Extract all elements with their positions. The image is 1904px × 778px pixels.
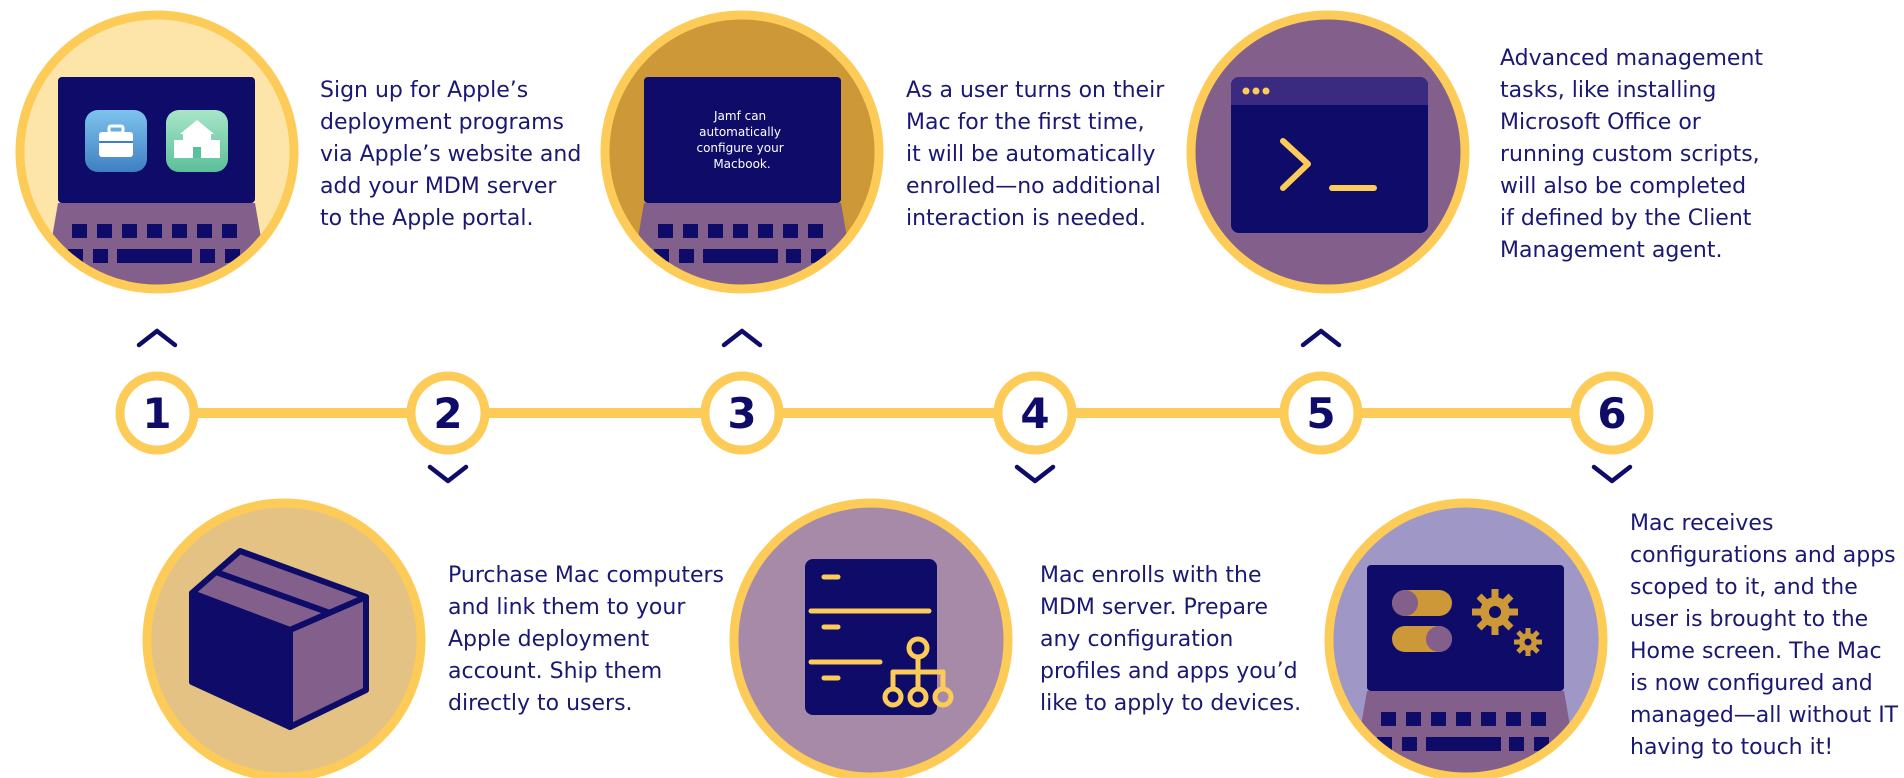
step-number-5: 5: [1306, 389, 1335, 438]
step-number-4: 4: [1020, 389, 1049, 438]
step-1-description: Sign up for Apple’s deployment programs …: [320, 78, 582, 231]
step-badge-4: 4: [993, 371, 1077, 455]
step-badge-1: 1: [115, 371, 199, 455]
chevron-down-icon: [427, 464, 469, 484]
shipping-box-icon: [142, 498, 426, 778]
school-icon: [166, 110, 228, 172]
step-3-description: As a user turns on their Mac for the fir…: [906, 78, 1165, 231]
screen-line-4: Macbook.: [713, 157, 770, 171]
screen-line-3: configure your: [696, 141, 783, 155]
step-number-3: 3: [727, 389, 756, 438]
configuration-profile-document-icon: [729, 498, 1013, 778]
small-gear-icon: [1514, 628, 1542, 656]
step-badge-6: 6: [1570, 371, 1654, 455]
step-number-1: 1: [142, 389, 171, 438]
screen-line-2: automatically: [699, 125, 781, 139]
chevron-down-icon: [1591, 464, 1633, 484]
step-2-description: Purchase Mac computers and link them to …: [448, 563, 725, 716]
step-badge-5: 5: [1279, 371, 1363, 455]
terminal-window-icon: [1186, 10, 1470, 294]
chevron-up-icon: [1300, 328, 1342, 348]
gear-icon: [1472, 589, 1518, 635]
chevron-down-icon: [1014, 464, 1056, 484]
step-number-2: 2: [433, 389, 462, 438]
laptop-deployment-apps-icon: [15, 10, 299, 294]
step-badge-3: 3: [700, 371, 784, 455]
laptop-screen-message: Jamf can automatically configure your Ma…: [696, 109, 787, 171]
step-6-description: Mac receives configurations and apps sco…: [1630, 511, 1899, 760]
chevron-up-icon: [136, 328, 178, 348]
chevron-up-icon: [721, 328, 763, 348]
step-4-description: Mac enrolls with the MDM server. Prepare…: [1040, 563, 1302, 716]
laptop-settings-toggles-icon: [1324, 498, 1608, 778]
screen-line-1: Jamf can: [713, 109, 766, 123]
step-number-6: 6: [1597, 389, 1626, 438]
step-5-description: Advanced management tasks, like installi…: [1500, 46, 1764, 263]
step-badge-2: 2: [406, 371, 490, 455]
briefcase-icon: [85, 110, 147, 172]
laptop-auto-configure-icon: Jamf can automatically configure your Ma…: [600, 10, 884, 294]
